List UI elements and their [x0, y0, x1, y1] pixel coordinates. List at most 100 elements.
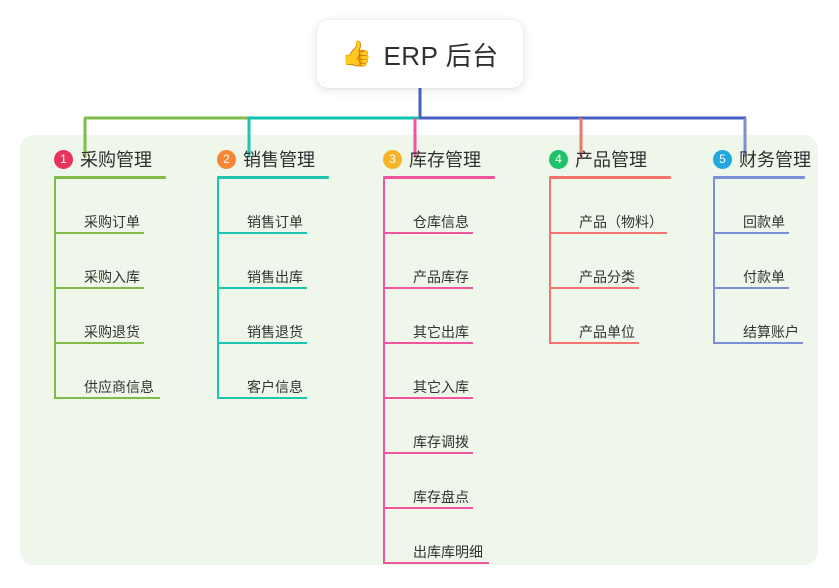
- leaf-node[interactable]: 结算账户: [713, 289, 822, 344]
- leaf-underline: [383, 232, 473, 234]
- leaf-node-label: 客户信息: [247, 379, 303, 395]
- branch-spine: [54, 179, 56, 399]
- branch-number-badge: 1: [54, 149, 73, 169]
- leaf-node[interactable]: 产品单位: [549, 289, 688, 344]
- branch-spine: [549, 179, 551, 344]
- leaf-node[interactable]: 销售订单: [217, 179, 346, 234]
- leaf-underline: [54, 287, 144, 289]
- leaf-node[interactable]: 产品分类: [549, 234, 688, 289]
- branch-title: 库存管理: [409, 150, 481, 170]
- leaf-node[interactable]: 回款单: [713, 179, 822, 234]
- branch-number-badge: 4: [549, 149, 568, 169]
- branch-underline: [713, 176, 805, 179]
- branch-header-4[interactable]: 4 产品管理: [528, 146, 688, 172]
- branch-number-badge: 2: [217, 149, 236, 169]
- leaf-node-label: 仓库信息: [413, 214, 469, 230]
- leaf-node-label: 库存盘点: [413, 489, 469, 505]
- leaf-node-label: 采购订单: [84, 214, 140, 230]
- branch-underline: [217, 176, 329, 179]
- root-node-title: ERP 后台: [383, 40, 499, 71]
- leaf-underline: [383, 507, 473, 509]
- thumbs-up-icon: 👍: [341, 39, 373, 68]
- branch-number-badge: 5: [713, 149, 732, 169]
- leaf-node-label: 采购退货: [84, 324, 140, 340]
- branch-column-3: 3 库存管理仓库信息产品库存其它出库其它入库库存调拨库存盘点出库库明细: [362, 146, 512, 564]
- leaf-node-label: 其它出库: [413, 324, 469, 340]
- leaf-underline: [217, 397, 307, 399]
- branch-column-1: 1 采购管理采购订单采购入库采购退货供应商信息: [33, 146, 183, 399]
- leaf-underline: [549, 342, 639, 344]
- leaf-node-label: 产品分类: [579, 269, 635, 285]
- leaf-node[interactable]: 出库库明细: [383, 509, 512, 564]
- leaf-node[interactable]: 销售出库: [217, 234, 346, 289]
- leaf-node-label: 供应商信息: [84, 379, 154, 395]
- branch-header-5[interactable]: 5 财务管理: [692, 146, 822, 172]
- leaf-node[interactable]: 其它入库: [383, 344, 512, 399]
- leaf-node-label: 回款单: [743, 214, 785, 230]
- leaf-node-label: 库存调拨: [413, 434, 469, 450]
- branch-column-4: 4 产品管理产品（物料） 产品分类产品单位: [528, 146, 688, 344]
- leaf-underline: [383, 342, 473, 344]
- leaf-underline: [549, 232, 667, 234]
- leaf-list: 采购订单采购入库采购退货供应商信息: [33, 179, 183, 399]
- leaf-node-label: 产品库存: [413, 269, 469, 285]
- leaf-underline: [217, 232, 307, 234]
- leaf-node-label: 其它入库: [413, 379, 469, 395]
- leaf-node-label: 销售出库: [247, 269, 303, 285]
- leaf-node[interactable]: 销售退货: [217, 289, 346, 344]
- leaf-node-label: 销售订单: [247, 214, 303, 230]
- leaf-node[interactable]: 供应商信息: [54, 344, 183, 399]
- leaf-underline: [54, 397, 160, 399]
- leaf-underline: [54, 342, 144, 344]
- leaf-node-label: 出库库明细: [413, 544, 483, 560]
- branch-title: 财务管理: [739, 150, 811, 170]
- leaf-node-label: 采购入库: [84, 269, 140, 285]
- branch-spine: [383, 179, 385, 564]
- branch-title: 产品管理: [575, 150, 647, 170]
- leaf-node[interactable]: 产品（物料）: [549, 179, 688, 234]
- branch-header-1[interactable]: 1 采购管理: [33, 146, 183, 172]
- leaf-list: 仓库信息产品库存其它出库其它入库库存调拨库存盘点出库库明细: [362, 179, 512, 564]
- leaf-node[interactable]: 采购退货: [54, 289, 183, 344]
- leaf-underline: [713, 287, 789, 289]
- diagram-background-panel: [20, 135, 818, 565]
- leaf-node-label: 付款单: [743, 269, 785, 285]
- branch-spine: [217, 179, 219, 399]
- leaf-underline: [713, 342, 803, 344]
- branch-underline: [54, 176, 166, 179]
- leaf-node[interactable]: 产品库存: [383, 234, 512, 289]
- branch-underline: [549, 176, 671, 179]
- leaf-list: 产品（物料） 产品分类产品单位: [528, 179, 688, 344]
- leaf-node[interactable]: 付款单: [713, 234, 822, 289]
- branch-header-3[interactable]: 3 库存管理: [362, 146, 512, 172]
- leaf-node[interactable]: 库存调拨: [383, 399, 512, 454]
- leaf-node[interactable]: 采购入库: [54, 234, 183, 289]
- leaf-node-label: 产品（物料）: [579, 214, 663, 230]
- leaf-node-label: 销售退货: [247, 324, 303, 340]
- leaf-underline: [713, 232, 789, 234]
- branch-spine: [713, 179, 715, 344]
- leaf-node[interactable]: 客户信息: [217, 344, 346, 399]
- leaf-underline: [383, 287, 473, 289]
- leaf-list: 回款单付款单结算账户: [692, 179, 822, 344]
- leaf-underline: [217, 287, 307, 289]
- branch-header-2[interactable]: 2 销售管理: [196, 146, 346, 172]
- leaf-underline: [549, 287, 639, 289]
- leaf-node-label: 产品单位: [579, 324, 635, 340]
- leaf-underline: [383, 397, 473, 399]
- branch-underline: [383, 176, 495, 179]
- branch-column-5: 5 财务管理回款单付款单结算账户: [692, 146, 822, 344]
- leaf-node[interactable]: 仓库信息: [383, 179, 512, 234]
- leaf-underline: [54, 232, 144, 234]
- leaf-list: 销售订单销售出库销售退货客户信息: [196, 179, 346, 399]
- leaf-node[interactable]: 采购订单: [54, 179, 183, 234]
- root-node[interactable]: 👍 ERP 后台: [317, 20, 523, 88]
- leaf-node[interactable]: 库存盘点: [383, 454, 512, 509]
- leaf-node[interactable]: 其它出库: [383, 289, 512, 344]
- branch-title: 销售管理: [243, 150, 315, 170]
- leaf-node-label: 结算账户: [743, 324, 799, 340]
- branch-number-badge: 3: [383, 149, 402, 169]
- branch-title: 采购管理: [80, 150, 152, 170]
- leaf-underline: [383, 452, 473, 454]
